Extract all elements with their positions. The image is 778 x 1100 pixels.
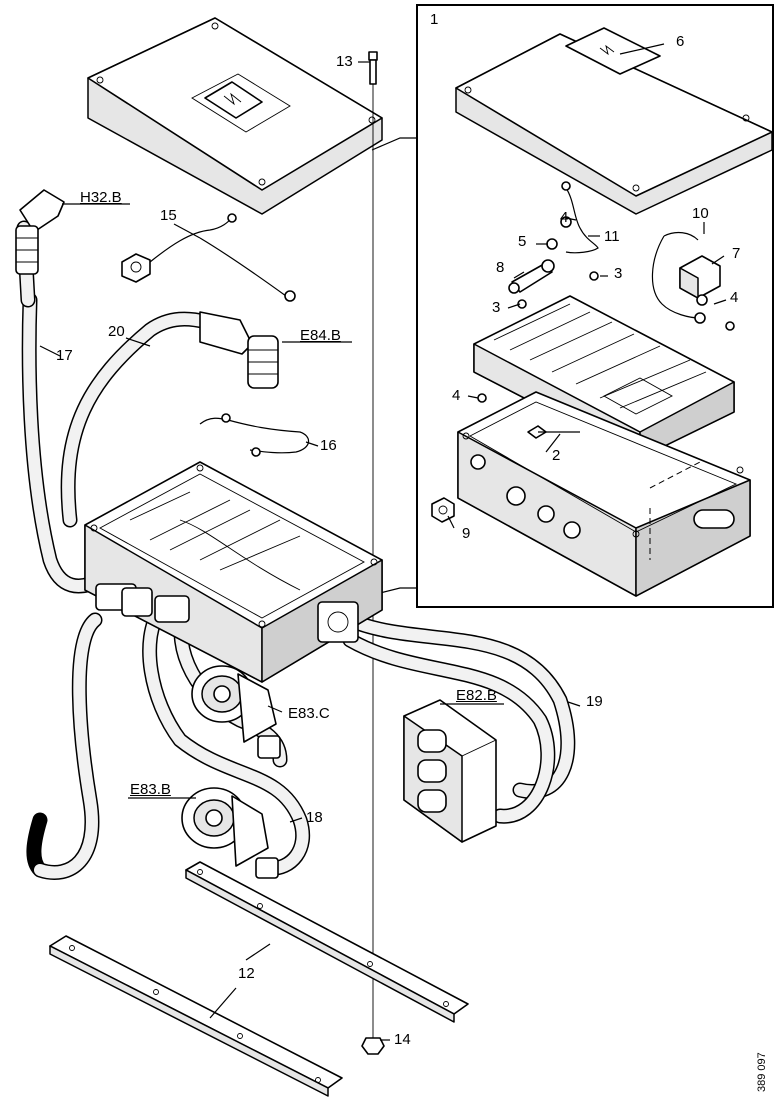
detail-cable-11 [561, 181, 599, 254]
label-7: 7 [732, 245, 741, 262]
label-h32b: H32.B [80, 189, 122, 206]
label-20: 20 [108, 323, 125, 340]
detail-stud-2 [527, 425, 580, 439]
mounting-plate-lower [49, 935, 343, 1097]
label-4-upper: 4 [560, 209, 569, 226]
label-3-right: 3 [614, 265, 623, 282]
cable-16 [199, 413, 310, 457]
label-4-left: 4 [452, 387, 461, 404]
mounting-plate-upper [185, 861, 469, 1023]
label-14: 14 [394, 1031, 411, 1048]
label-e83c: E83.C [288, 705, 330, 722]
connector-e82b [403, 699, 497, 843]
figure-number: 389 097 [756, 1052, 768, 1092]
connector-h32b [15, 189, 65, 275]
label-17: 17 [56, 347, 73, 364]
label-5: 5 [518, 233, 527, 250]
detail-frame [416, 4, 774, 608]
label-3-left: 3 [492, 299, 501, 316]
label-4-right: 4 [730, 289, 739, 306]
label-detail-1: 1 [430, 11, 439, 28]
label-13: 13 [336, 53, 353, 70]
housing-connectors [95, 583, 359, 643]
label-9: 9 [462, 525, 471, 542]
detail-base-housing [457, 391, 751, 597]
detail-screws [477, 216, 735, 403]
label-16: 16 [320, 437, 337, 454]
label-15: 15 [160, 207, 177, 224]
label-12: 12 [238, 965, 255, 982]
label-18: 18 [306, 809, 323, 826]
main-housing [84, 461, 383, 683]
detail-cable-10 [651, 231, 706, 324]
label-8: 8 [496, 259, 505, 276]
detail-cover [455, 27, 773, 215]
cable-20 [60, 311, 214, 528]
label-2: 2 [552, 447, 561, 464]
connector-e83b [181, 787, 279, 879]
detail-leader-top [371, 137, 417, 151]
label-6: 6 [676, 33, 685, 50]
cable-15 [121, 213, 296, 302]
label-10: 10 [692, 205, 709, 222]
cable-19 [342, 612, 576, 824]
main-cover [87, 17, 383, 215]
label-11: 11 [604, 228, 620, 245]
leader-lines [39, 43, 727, 1041]
label-e83b: E83.B [130, 781, 171, 798]
label-e84b: E84.B [300, 327, 341, 344]
detail-fuse-8 [508, 259, 555, 294]
connector-e84b [199, 311, 279, 389]
nut-14 [361, 1037, 385, 1055]
bolt-13 [368, 51, 378, 85]
connector-e83c [191, 665, 281, 759]
label-19: 19 [586, 693, 603, 710]
label-e82b: E82.B [456, 687, 497, 704]
detail-grommet-9 [431, 497, 455, 523]
